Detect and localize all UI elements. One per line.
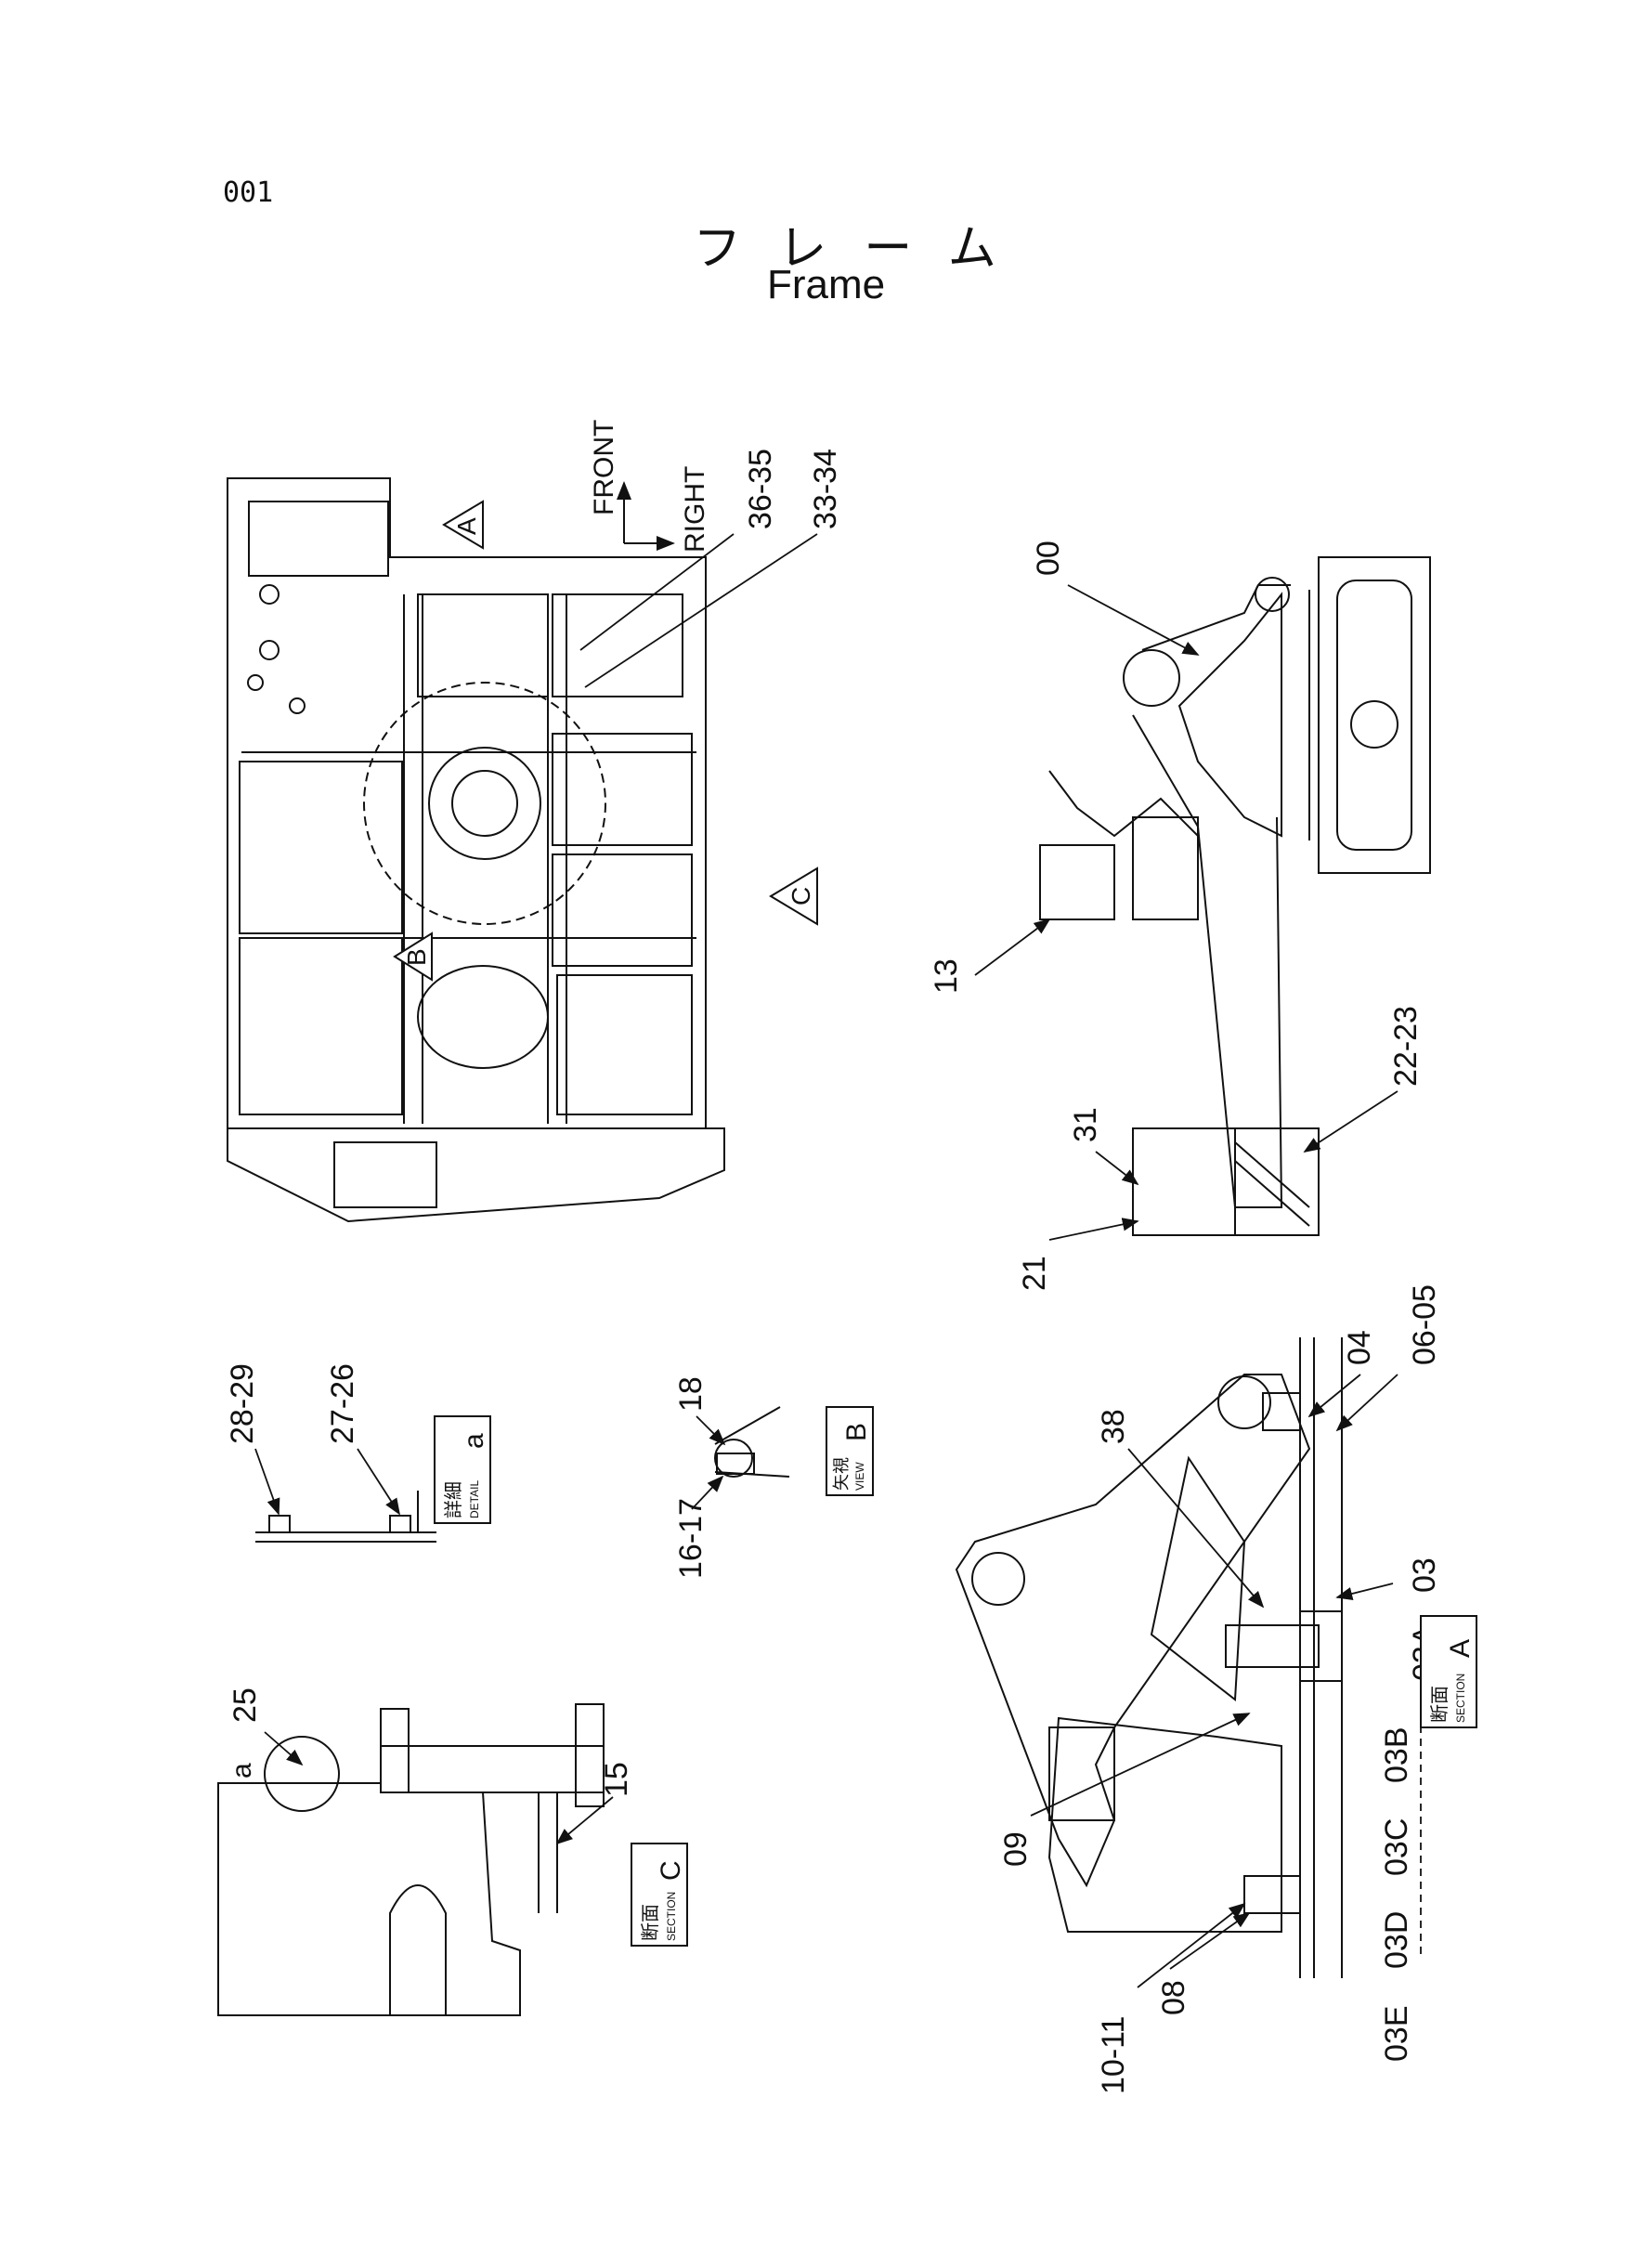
section-a-label: 断面 SECTION A — [1420, 1615, 1477, 1728]
section-c-label: 断面 SECTION C — [631, 1843, 688, 1947]
callout-13: 13 — [929, 958, 964, 994]
callout-03: 03 — [1407, 1557, 1442, 1593]
section-a-letter: A — [1445, 1639, 1476, 1658]
callout-03D: 03D — [1379, 1911, 1414, 1969]
detail-a-kanji: 詳細 — [443, 1481, 464, 1518]
section-a-kanji: 断面 — [1429, 1686, 1450, 1723]
callout-09: 09 — [998, 1831, 1034, 1867]
callout-18: 18 — [673, 1376, 709, 1412]
leaders-view-b — [691, 1415, 726, 1510]
callout-25: 25 — [228, 1687, 263, 1723]
callout-03E: 03E — [1379, 2006, 1414, 2063]
section-c-drawing — [217, 1703, 605, 2016]
view-b-letter: B — [841, 1423, 872, 1441]
section-c-kanji: 断面 — [640, 1904, 661, 1941]
callout-22-23: 22-23 — [1388, 1006, 1424, 1087]
section-c-en: SECTION — [665, 1892, 678, 1941]
section-marker-c: C — [769, 866, 818, 926]
right-label: RIGHT — [680, 466, 710, 553]
marker-b-letter: B — [402, 948, 431, 966]
callout-03B: 03B — [1379, 1727, 1414, 1784]
view-b-en: VIEW — [853, 1462, 866, 1491]
leaders-detail-a — [254, 1448, 400, 1516]
detail-a-drawing — [255, 1491, 436, 1543]
view-b-kanji: 矢視 — [832, 1457, 851, 1491]
title-japanese: フレーム — [693, 221, 1034, 277]
marker-a-letter: A — [452, 517, 481, 535]
callout-00: 00 — [1031, 541, 1066, 576]
detail-a-label: 詳細 DETAIL a — [434, 1415, 491, 1524]
callout-10-11: 10-11 — [1096, 2016, 1131, 2094]
callout-33-34: 33-34 — [808, 449, 843, 529]
callout-08: 08 — [1156, 1980, 1191, 2015]
leaders-side-view — [974, 584, 1398, 1241]
title-english: Frame — [766, 262, 886, 307]
callout-21: 21 — [1017, 1256, 1052, 1291]
front-label: FRONT — [589, 420, 619, 515]
view-b-label: 矢視 VIEW B — [826, 1406, 874, 1496]
marker-c-letter: C — [787, 887, 815, 905]
section-a-en: SECTION — [1454, 1674, 1467, 1723]
callout-04: 04 — [1342, 1330, 1377, 1365]
callout-27-26: 27-26 — [325, 1363, 360, 1444]
view-b-drawing — [714, 1406, 790, 1478]
top-view-frame — [227, 477, 725, 1223]
detail-a-en: DETAIL — [468, 1480, 481, 1518]
orientation-indicator — [617, 481, 675, 551]
callout-06-05: 06-05 — [1407, 1284, 1442, 1365]
callout-15: 15 — [599, 1762, 634, 1797]
callout-36-35: 36-35 — [743, 449, 778, 529]
callout-a: a — [227, 1763, 257, 1778]
callout-28-29: 28-29 — [225, 1363, 260, 1444]
callout-31: 31 — [1068, 1107, 1103, 1142]
section-marker-a: A — [442, 500, 484, 550]
section-c-letter: C — [656, 1860, 686, 1881]
callout-38: 38 — [1096, 1409, 1131, 1444]
leaders-section-c — [264, 1731, 614, 1845]
leaders-section-a — [1030, 1374, 1422, 1988]
page-number: 001 — [223, 176, 274, 209]
side-view-frame — [1039, 556, 1431, 1236]
leaders-top-view — [579, 533, 818, 688]
callout-03C: 03C — [1379, 1818, 1414, 1876]
detail-a-letter: a — [459, 1433, 489, 1449]
section-marker-b: B — [393, 932, 433, 982]
callout-16-17: 16-17 — [673, 1498, 709, 1579]
section-a-drawing — [955, 1337, 1343, 1978]
